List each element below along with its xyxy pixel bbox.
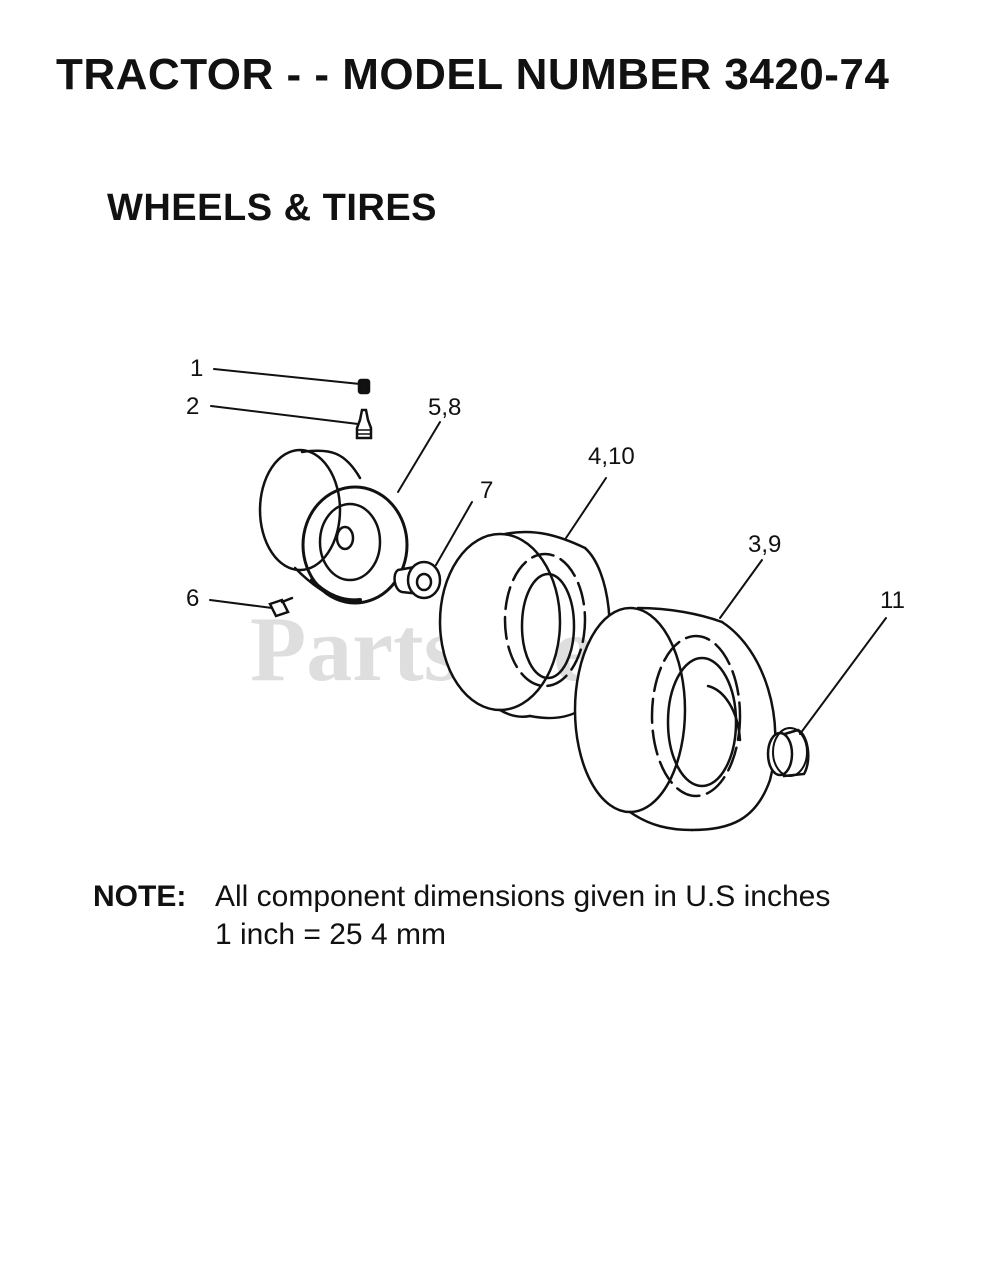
note-label: NOTE: (93, 880, 187, 913)
callout-11: 11 (880, 587, 905, 614)
callout-1: 1 (190, 355, 203, 382)
leader-line-7 (435, 501, 473, 566)
leader-line-1 (213, 368, 361, 385)
note-text-line-2: 1 inch = 25 4 mm (215, 918, 446, 951)
valve-stem-part (355, 408, 373, 440)
callout-3-9: 3,9 (748, 531, 781, 558)
callout-4-10: 4,10 (588, 443, 635, 470)
page-title: TRACTOR - - MODEL NUMBER 3420-74 (56, 50, 890, 99)
callout-5-8: 5,8 (428, 394, 461, 421)
valve-cap-part (357, 378, 371, 395)
leader-line-39 (719, 559, 763, 619)
rear-tire-part (573, 606, 777, 832)
leader-lines (209, 368, 887, 735)
bolt-part (268, 596, 294, 618)
note-text-line-1: All component dimensions given in U.S in… (215, 880, 831, 913)
leader-line-2 (210, 405, 359, 425)
callout-6: 6 (186, 585, 199, 612)
callout-2: 2 (186, 393, 199, 420)
wheel-rim-part (258, 448, 409, 605)
leader-line-11 (799, 617, 887, 735)
leader-line-58 (397, 421, 441, 493)
section-subtitle: WHEELS & TIRES (107, 187, 438, 229)
callout-7: 7 (480, 477, 493, 504)
leader-line-410 (565, 477, 607, 539)
front-tire-part (438, 530, 611, 720)
hub-cap-part (766, 727, 810, 778)
bushing-part (393, 560, 442, 600)
leader-line-6 (209, 599, 273, 609)
